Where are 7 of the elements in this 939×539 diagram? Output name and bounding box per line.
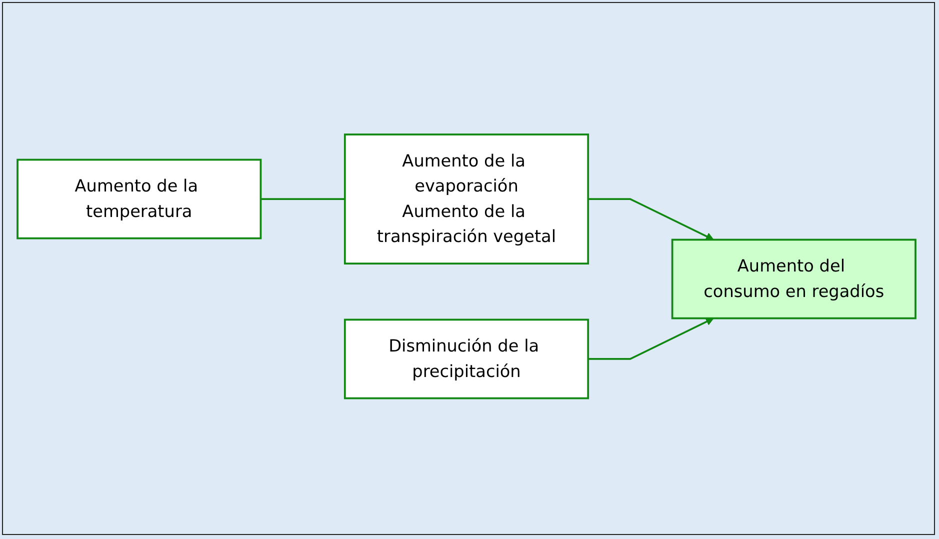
arrow xyxy=(588,318,714,360)
node-box: Disminución de la precipitación xyxy=(344,318,590,400)
arrow xyxy=(588,198,714,240)
node-box: Aumento de la temperatura xyxy=(16,158,262,240)
node-box: Aumento del consumo en regadíos xyxy=(671,238,916,320)
node-box: Aumento de la evaporación Aumento de la transpiración vegetal xyxy=(344,134,590,265)
connector xyxy=(260,198,345,200)
